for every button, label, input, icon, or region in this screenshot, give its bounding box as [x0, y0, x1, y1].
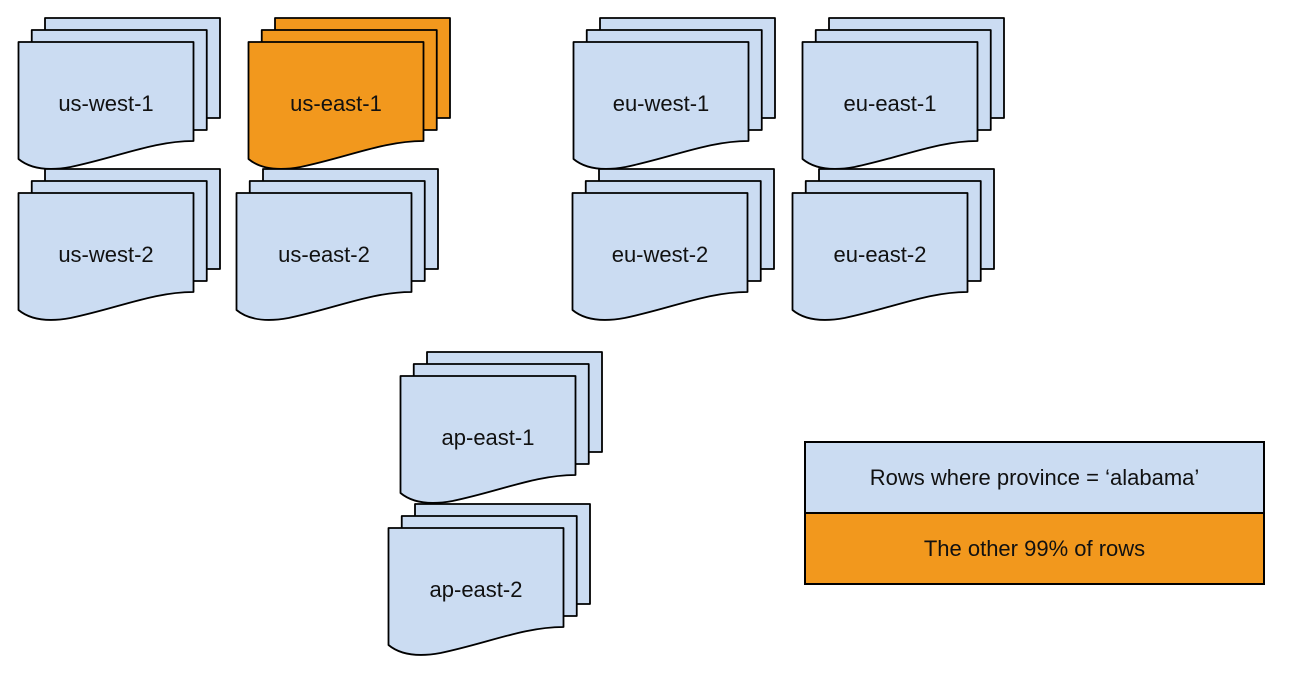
sheet-front: [399, 375, 577, 504]
sheet-front: [571, 192, 749, 321]
region-stack-us-west-2: us-west-2: [17, 168, 222, 322]
legend-label: The other 99% of rows: [923, 535, 1146, 561]
region-stack-ap-east-2: ap-east-2: [387, 503, 592, 657]
region-stack-eu-east-2: eu-east-2: [791, 168, 996, 322]
region-stack-eu-west-2: eu-west-2: [571, 168, 776, 322]
sheet-front: [572, 41, 750, 170]
document-stack-icon: [571, 168, 775, 321]
document-stack-icon: [247, 17, 451, 170]
region-stack-us-east-2: us-east-2: [235, 168, 440, 322]
sheet-front: [17, 192, 195, 321]
document-stack-icon: [17, 17, 221, 170]
document-stack-icon: [399, 351, 603, 504]
sheet-front: [235, 192, 413, 321]
legend: Rows where province = ‘alabama’ The othe…: [804, 441, 1265, 585]
region-stack-ap-east-1: ap-east-1: [399, 351, 604, 505]
region-stack-us-west-1: us-west-1: [17, 17, 222, 171]
sheet-front: [247, 41, 425, 170]
legend-label: Rows where province = ‘alabama’: [869, 464, 1200, 490]
region-stack-eu-east-1: eu-east-1: [801, 17, 1006, 171]
document-stack-icon: [791, 168, 995, 321]
region-stack-eu-west-1: eu-west-1: [572, 17, 777, 171]
document-stack-icon: [572, 17, 776, 170]
region-stack-us-east-1: us-east-1: [247, 17, 452, 171]
sheet-front: [17, 41, 195, 170]
document-stack-icon: [801, 17, 1005, 170]
sheet-front: [791, 192, 969, 321]
sheet-front: [387, 527, 565, 656]
document-stack-icon: [235, 168, 439, 321]
sheet-front: [801, 41, 979, 170]
legend-item-alabama-rows: Rows where province = ‘alabama’: [806, 443, 1263, 512]
document-stack-icon: [387, 503, 591, 656]
document-stack-icon: [17, 168, 221, 321]
legend-item-other-rows: The other 99% of rows: [806, 512, 1263, 583]
